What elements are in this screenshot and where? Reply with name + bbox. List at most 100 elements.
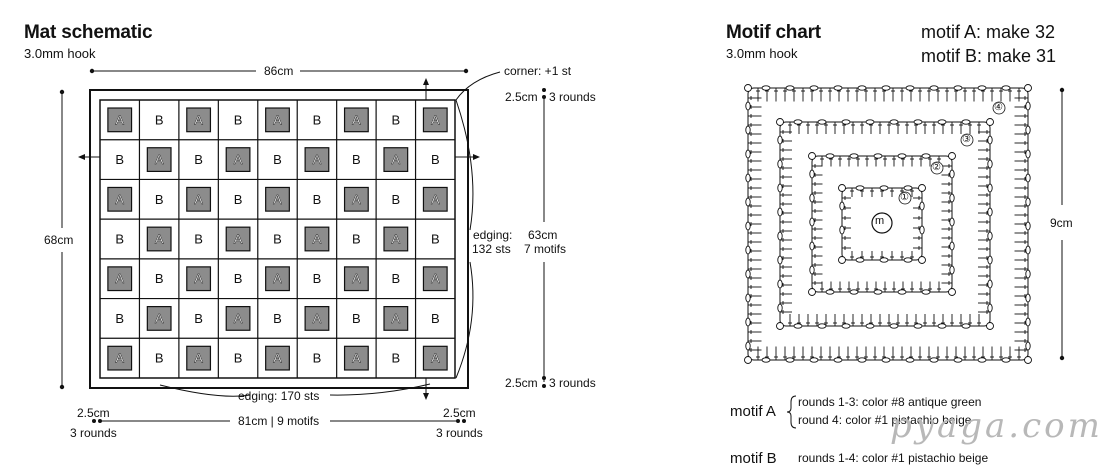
motif-b-label: B bbox=[431, 311, 440, 326]
legend-a-line2: round 4: color #1 pistachio beige bbox=[798, 413, 972, 427]
motif-b-label: B bbox=[234, 271, 243, 286]
motif-a-label: A bbox=[115, 112, 124, 127]
motif-a-label: A bbox=[273, 192, 282, 207]
motif-b-label: B bbox=[194, 311, 203, 326]
motif-a-label: A bbox=[155, 152, 164, 167]
motif-a-square bbox=[186, 266, 212, 292]
motif-a-square bbox=[343, 186, 369, 212]
motif-a-square bbox=[107, 107, 133, 133]
edge-bottom-cm: 2.5cm bbox=[505, 376, 538, 390]
motif-b-label: B bbox=[234, 351, 243, 366]
motif-a-square bbox=[225, 147, 251, 173]
legend-a-line1: rounds 1-3: color #8 antique green bbox=[798, 395, 982, 409]
motif-a-label: A bbox=[391, 311, 400, 326]
center-mark: m bbox=[875, 215, 885, 227]
watermark: pyaga.com bbox=[890, 406, 1103, 446]
motif-a-label: A bbox=[313, 311, 322, 326]
motif-b-label: B bbox=[391, 351, 400, 366]
motif-a-label: A bbox=[155, 232, 164, 247]
motif-a-label: A bbox=[352, 351, 361, 366]
motif-b-label: B bbox=[155, 271, 164, 286]
motif-b-label: B bbox=[313, 271, 322, 286]
motif-a-square bbox=[422, 345, 448, 371]
mat-top-width: 86cm bbox=[264, 64, 294, 78]
motif-a-count: motif A: make 32 bbox=[921, 22, 1056, 42]
motif-b-label: B bbox=[194, 152, 203, 167]
motif-b-label: B bbox=[313, 192, 322, 207]
motif-a-square bbox=[186, 107, 212, 133]
bottom-right-rounds: 3 rounds bbox=[436, 426, 483, 440]
inner-height: 63cm bbox=[528, 228, 558, 242]
motif-a-square bbox=[343, 107, 369, 133]
motif-a-label: A bbox=[273, 271, 282, 286]
bottom-width-motifs: 81cm | 9 motifs bbox=[238, 414, 320, 428]
motif-b-label: B bbox=[115, 152, 124, 167]
motif-a-square bbox=[343, 345, 369, 371]
motif-a-square bbox=[186, 345, 212, 371]
motif-b-label: B bbox=[352, 311, 361, 326]
edging-side-label: edging: bbox=[473, 228, 513, 242]
bottom-left-rounds: 3 rounds bbox=[70, 426, 117, 440]
motif-a-square bbox=[265, 266, 290, 292]
motif-a-square bbox=[265, 345, 290, 371]
motif-a-square bbox=[107, 186, 133, 212]
motif-a-square bbox=[225, 305, 251, 331]
motif-a-square bbox=[304, 226, 330, 252]
round-mark-3: ③ bbox=[962, 134, 971, 145]
motif-a-label: A bbox=[234, 311, 243, 326]
motif-b-label: B bbox=[313, 351, 322, 366]
motif-b-label: B bbox=[234, 112, 243, 127]
round-mark-2: ② bbox=[932, 162, 941, 173]
motif-a-square bbox=[146, 305, 172, 331]
motif-b-label: B bbox=[391, 192, 400, 207]
motif-a-label: A bbox=[431, 271, 440, 286]
edge-top-cm: 2.5cm bbox=[505, 90, 538, 104]
motif-a-label: A bbox=[352, 271, 361, 286]
motif-b-count: motif B: make 31 bbox=[921, 46, 1057, 66]
motif-a-square bbox=[146, 147, 172, 173]
motif-a-label: A bbox=[115, 351, 124, 366]
motif-a-square bbox=[225, 226, 251, 252]
motif-b-label: B bbox=[391, 271, 400, 286]
motif-a-label: A bbox=[431, 112, 440, 127]
motif-a-label: A bbox=[391, 152, 400, 167]
motif-b-label: B bbox=[194, 232, 203, 247]
motif-a-label: A bbox=[115, 192, 124, 207]
motif-a-label: A bbox=[313, 232, 322, 247]
bottom-right-cm: 2.5cm bbox=[443, 406, 476, 420]
motif-a-label: A bbox=[194, 351, 203, 366]
motif-b-label: B bbox=[273, 311, 282, 326]
motif-a-square bbox=[107, 266, 133, 292]
motif-a-label: A bbox=[115, 271, 124, 286]
motif-a-square bbox=[422, 266, 448, 292]
motif-a-label: A bbox=[194, 112, 203, 127]
motif-b-label: B bbox=[313, 112, 322, 127]
motif-a-label: A bbox=[273, 112, 282, 127]
motif-a-label: A bbox=[273, 351, 282, 366]
legend-motif-a: motif A bbox=[730, 403, 776, 420]
motif-b-label: B bbox=[115, 311, 124, 326]
motif-b-label: B bbox=[155, 112, 164, 127]
edge-top-rounds: 3 rounds bbox=[549, 90, 596, 104]
mat-hook-size: 3.0mm hook bbox=[24, 46, 96, 61]
legend-motif-b: motif B bbox=[730, 450, 777, 467]
inner-height-motifs: 7 motifs bbox=[524, 242, 567, 256]
motif-a-label: A bbox=[155, 311, 164, 326]
motif-a-square bbox=[107, 345, 133, 371]
motif-a-square bbox=[422, 107, 448, 133]
motif-b-label: B bbox=[234, 192, 243, 207]
round-mark-1: ① bbox=[900, 192, 909, 203]
motif-hook-size: 3.0mm hook bbox=[726, 46, 798, 61]
motif-b-label: B bbox=[352, 232, 361, 247]
corner-note: corner: +1 st bbox=[504, 64, 572, 78]
motif-size: 9cm bbox=[1050, 216, 1073, 230]
motif-a-square bbox=[422, 186, 448, 212]
bottom-left-cm: 2.5cm bbox=[77, 406, 110, 420]
edging-side-sts: 132 sts bbox=[472, 242, 511, 256]
mat-height: 68cm bbox=[44, 233, 74, 247]
motif-b-label: B bbox=[155, 351, 164, 366]
motif-b-label: B bbox=[352, 152, 361, 167]
motif-a-square bbox=[265, 186, 290, 212]
round-mark-4: ④ bbox=[994, 102, 1003, 113]
